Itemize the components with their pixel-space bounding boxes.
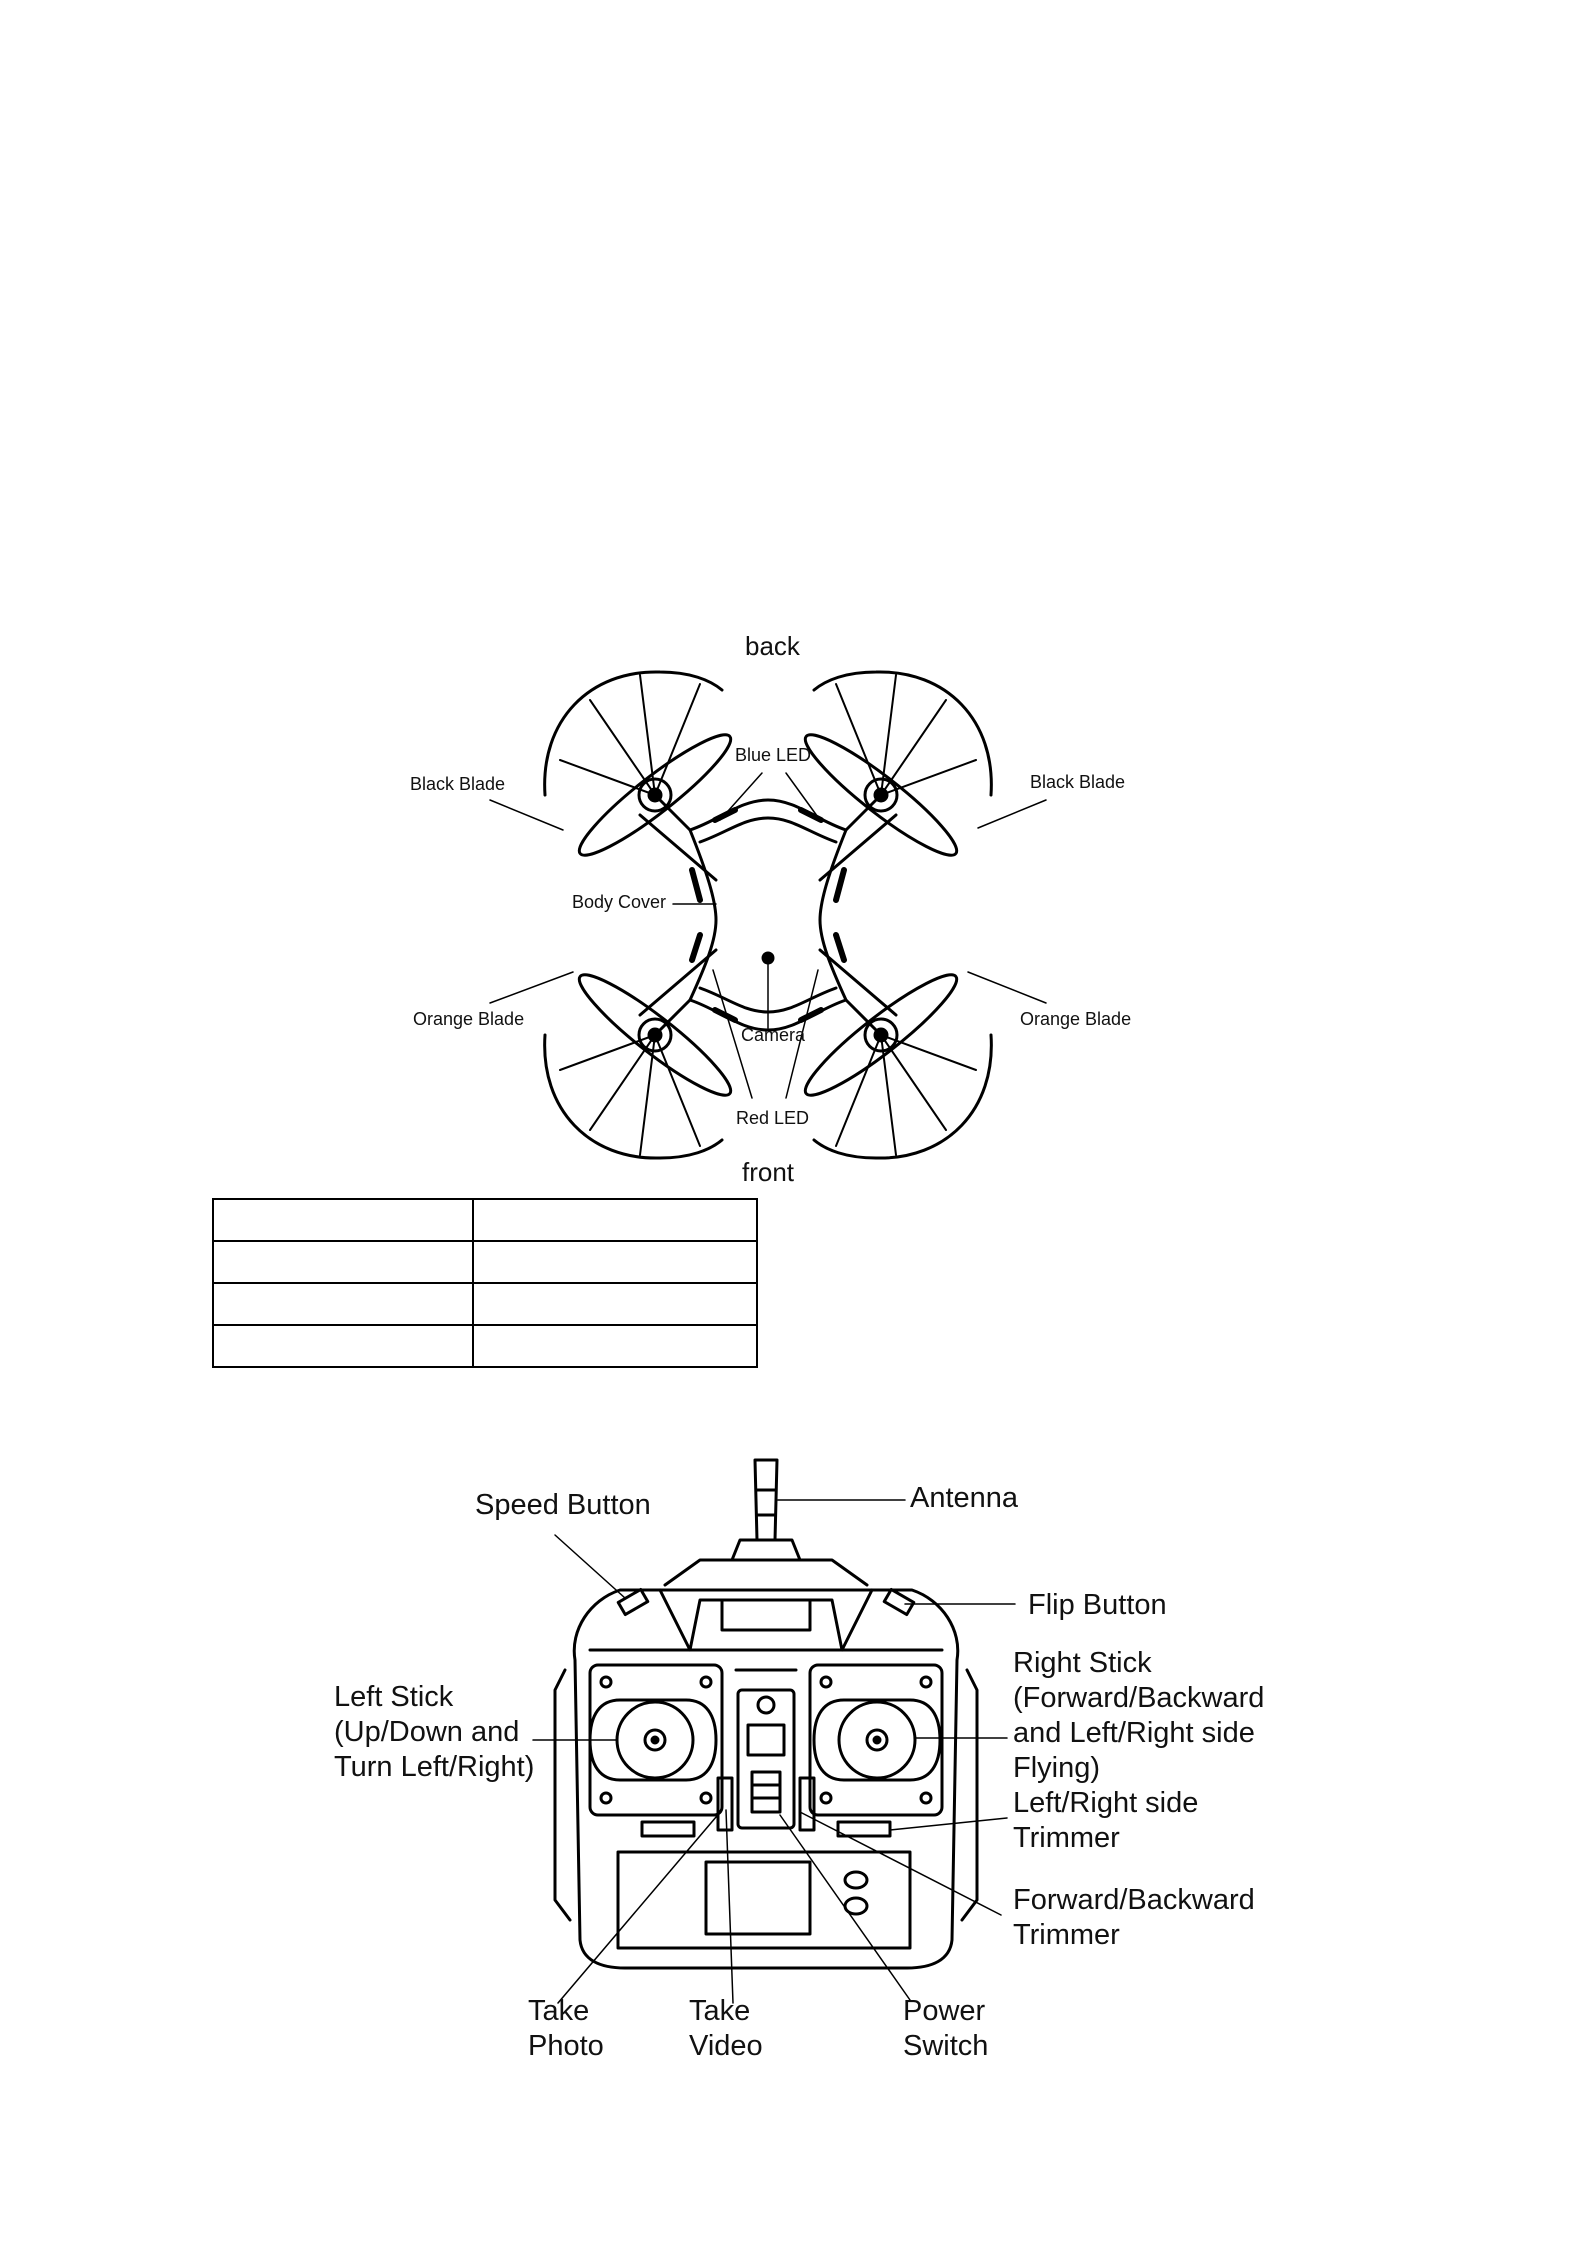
orange-blade-right-label: Orange Blade <box>1020 1009 1132 1029</box>
right-stick <box>812 1698 942 1782</box>
right-stick-label-line: (Forward/Backward <box>1013 1682 1265 1714</box>
take-video-button <box>843 1896 869 1916</box>
motor-front-right <box>863 1017 899 1053</box>
table-cell <box>212 1324 474 1368</box>
table-row <box>212 1240 758 1284</box>
black-blade-left-label: Black Blade <box>410 774 506 794</box>
fb-trimmer-left <box>716 1776 734 1832</box>
left-stick-label-line: Turn Left/Right) <box>334 1751 535 1783</box>
orange-blade-left-label: Orange Blade <box>413 1009 525 1029</box>
controller-body <box>572 1588 960 1970</box>
power-switch-label: Power Switch <box>903 1994 988 2064</box>
take-photo-label-line: Take <box>528 1995 590 2027</box>
power-switch-housing <box>736 1688 796 1830</box>
right-stick-label: Right Stick (Forward/Backward and Left/R… <box>1013 1646 1264 1786</box>
take-photo-label: Take Photo <box>528 1994 604 2064</box>
guard-front-left <box>543 1033 724 1160</box>
arm-back-left <box>638 793 718 882</box>
right-stick-label-line: Flying) <box>1013 1752 1101 1784</box>
black-blade-back-left <box>577 733 733 857</box>
power-switch <box>750 1770 782 1814</box>
arm-back-right <box>818 793 898 882</box>
right-stick-label-line: and Left/Right side <box>1013 1717 1255 1749</box>
table-row <box>212 1198 758 1242</box>
orange-blade-front-left <box>577 973 733 1097</box>
take-video-label: Take Video <box>689 1994 763 2064</box>
motor-back-left <box>637 777 673 813</box>
table-cell <box>472 1198 758 1242</box>
right-stick-label-line: Right Stick <box>1013 1647 1152 1679</box>
table-cell <box>212 1282 474 1326</box>
guard-back-right <box>812 670 993 797</box>
controller-screen-top <box>720 1598 812 1632</box>
controller-display <box>704 1860 812 1936</box>
lr-trimmer-label-line: Trimmer <box>1013 1822 1120 1854</box>
lr-trimmer-label: Left/Right side Trimmer <box>1013 1786 1198 1856</box>
take-photo-button <box>843 1870 869 1890</box>
orange-blade-front-right <box>803 973 959 1097</box>
red-led-label: Red LED <box>736 1108 810 1128</box>
fb-trimmer-label-line: Trimmer <box>1013 1919 1120 1951</box>
speed-button <box>616 1587 650 1617</box>
motor-back-right <box>863 777 899 813</box>
lr-trimmer-label-line: Left/Right side <box>1013 1787 1199 1819</box>
blue-led-label: Blue LED <box>735 745 812 765</box>
flip-button <box>882 1587 916 1617</box>
black-blade-back-right <box>803 733 959 857</box>
lr-trimmer-right <box>836 1820 892 1838</box>
table-cell <box>472 1240 758 1284</box>
table-cell <box>212 1198 474 1242</box>
arm-front-right <box>818 948 898 1037</box>
table-cell <box>212 1240 474 1284</box>
table-cell <box>472 1324 758 1368</box>
flip-button-label: Flip Button <box>1028 1589 1167 1621</box>
left-stick-label: Left Stick (Up/Down and Turn Left/Right) <box>334 1680 534 1785</box>
parts-table <box>212 1198 758 1368</box>
table-cell <box>472 1282 758 1326</box>
take-video-label-line: Video <box>689 2030 763 2062</box>
take-video-label-line: Take <box>689 1995 751 2027</box>
table-row <box>212 1282 758 1326</box>
power-switch-label-line: Switch <box>903 2030 989 2062</box>
fb-trimmer-label: Forward/Backward Trimmer <box>1013 1883 1255 1953</box>
guard-back-left <box>543 670 724 797</box>
fb-trimmer-right <box>798 1776 816 1832</box>
left-stick-label-line: (Up/Down and <box>334 1716 520 1748</box>
guard-front-right <box>812 1033 993 1160</box>
speed-button-label: Speed Button <box>475 1489 651 1521</box>
motor-front-left <box>637 1017 673 1053</box>
black-blade-right-label: Black Blade <box>1030 772 1126 792</box>
camera-label: Camera <box>741 1025 806 1045</box>
left-stick-label-line: Left Stick <box>334 1681 454 1713</box>
antenna <box>753 1458 779 1542</box>
fb-trimmer-label-line: Forward/Backward <box>1013 1884 1255 1916</box>
take-photo-label-line: Photo <box>528 2030 604 2062</box>
power-switch-label-line: Power <box>903 1995 986 2027</box>
body-cover-label: Body Cover <box>572 892 667 912</box>
drone-back-label: back <box>745 631 800 661</box>
lr-trimmer-left <box>640 1820 696 1838</box>
left-stick <box>588 1698 718 1782</box>
table-row <box>212 1324 758 1368</box>
arm-front-left <box>638 948 718 1037</box>
drone-front-label: front <box>742 1157 795 1187</box>
antenna-label: Antenna <box>910 1482 1019 1514</box>
